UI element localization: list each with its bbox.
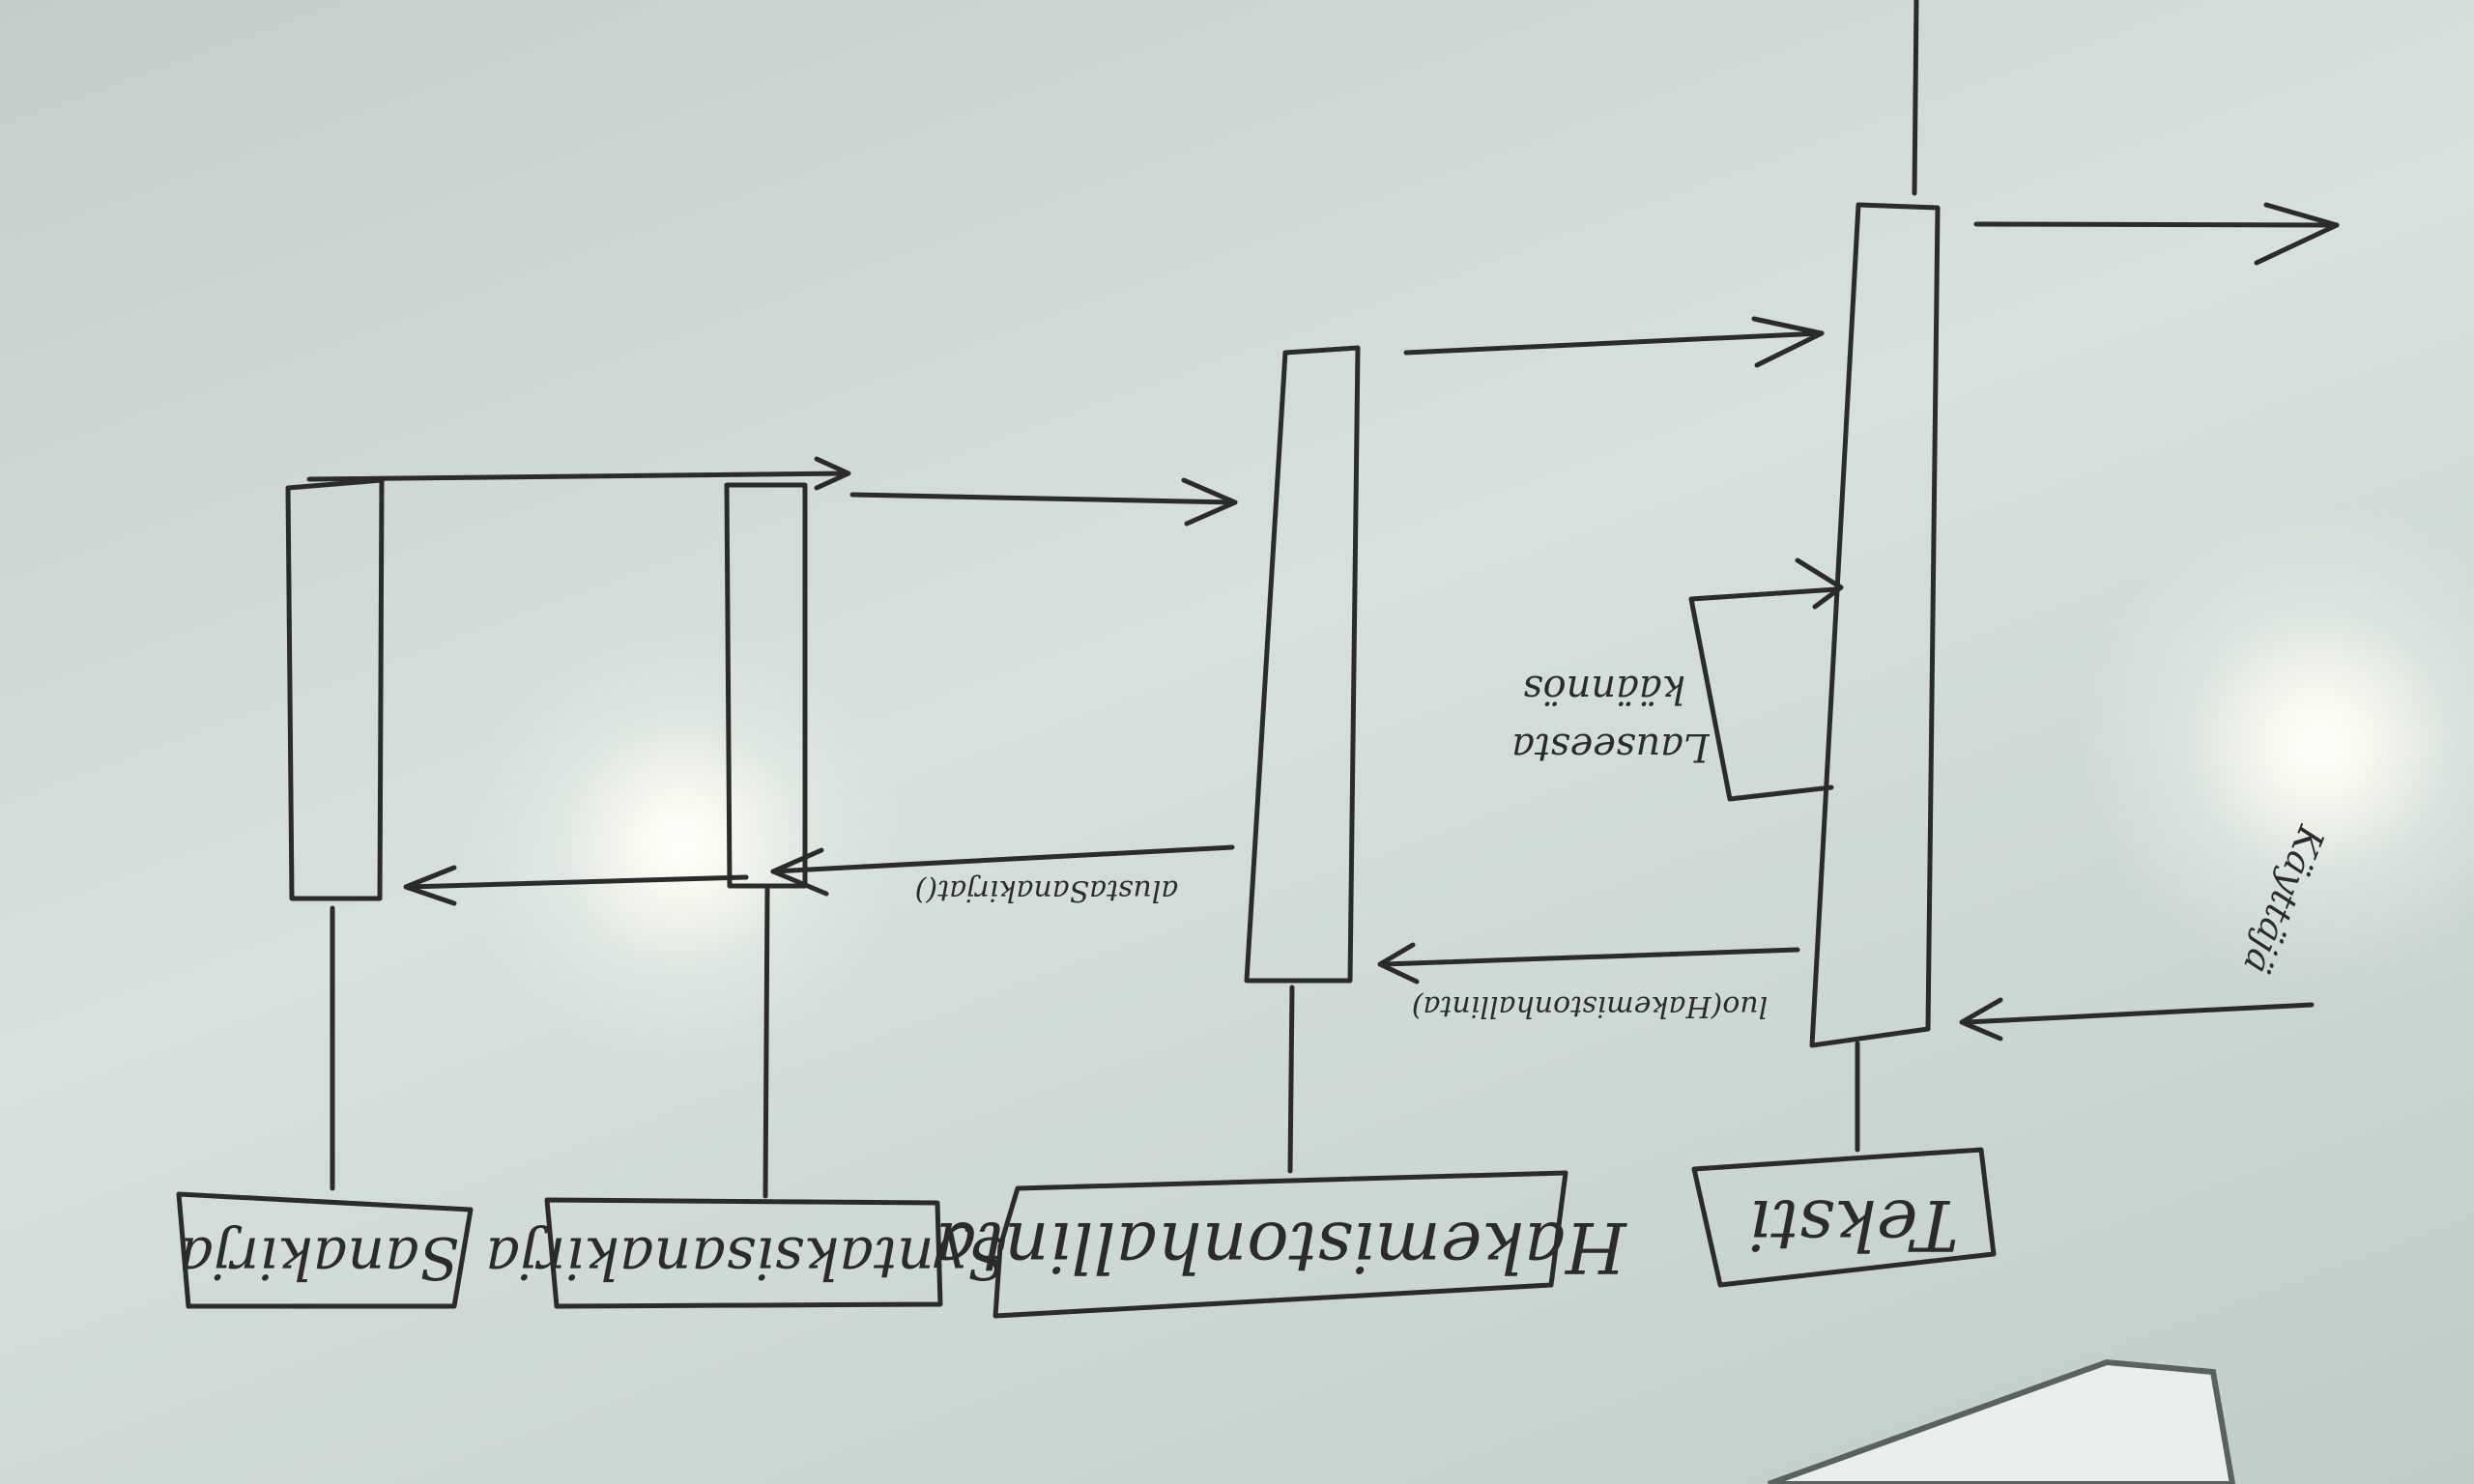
lifeline-teksti-top <box>1912 0 1919 196</box>
lifeline-hakemistonhallinta <box>1287 985 1295 1174</box>
participant-label-hakemistonhallinta: Hakemistonhallinta <box>935 1207 1627 1288</box>
arrow-sanakirja-to-syntaksisanakirja <box>306 456 851 491</box>
participant-label-sanakirja: Sanakirja <box>179 1223 459 1291</box>
whiteboard-frame <box>1767 1358 2236 1484</box>
activation-hakemistonhallinta <box>1244 345 1361 984</box>
arrow-teksti-outgoing <box>1973 202 2340 266</box>
arrow-syntaksisanakirja-to-sanakirja <box>403 865 749 906</box>
arrow-teksti-to-hakemistonhallinta <box>1377 942 1800 985</box>
activation-sanakirja <box>285 477 385 901</box>
message-label-lauseesta-kaannos: Lauseesta käännös <box>1499 667 1710 769</box>
participant-box-teksti <box>1691 1147 1997 1288</box>
lifeline-syntaksisanakirja <box>762 886 770 1199</box>
participant-box-sanakirja <box>176 1191 474 1309</box>
arrow-kayttaja-to-teksti <box>1959 997 2315 1042</box>
participant-label-syntaksisanakirja: Syntaksisanakirja <box>485 1223 1006 1291</box>
activation-teksti <box>1809 202 1941 1048</box>
arrow-syntaksisanakirja-to-hakemistonhallinta <box>849 477 1238 527</box>
message-label-line-1: Lauseesta <box>1511 725 1711 769</box>
participant-box-syntaksisanakirja <box>544 1197 943 1309</box>
actor-label-kayttaja: Käyttäjä <box>2235 819 2333 980</box>
message-label-alusta-sanakirjat: alustaSanakirjat() <box>915 873 1179 907</box>
arrow-hakemistonhallinta-to-teksti <box>1403 316 1825 368</box>
participant-label-teksti: Teksti <box>1748 1184 1959 1266</box>
arrow-teksti-self-message <box>1688 557 1844 802</box>
message-label-line-2: käännös <box>1523 667 1685 711</box>
message-label-luo: luo(Hakemistonhallinta) <box>1412 989 1769 1023</box>
activation-syntaksisanakirja <box>724 482 808 889</box>
arrow-hakemistonhallinta-to-syntaksisanakirja <box>770 844 1235 897</box>
participant-box-hakemistonhallinta <box>992 1170 1568 1319</box>
